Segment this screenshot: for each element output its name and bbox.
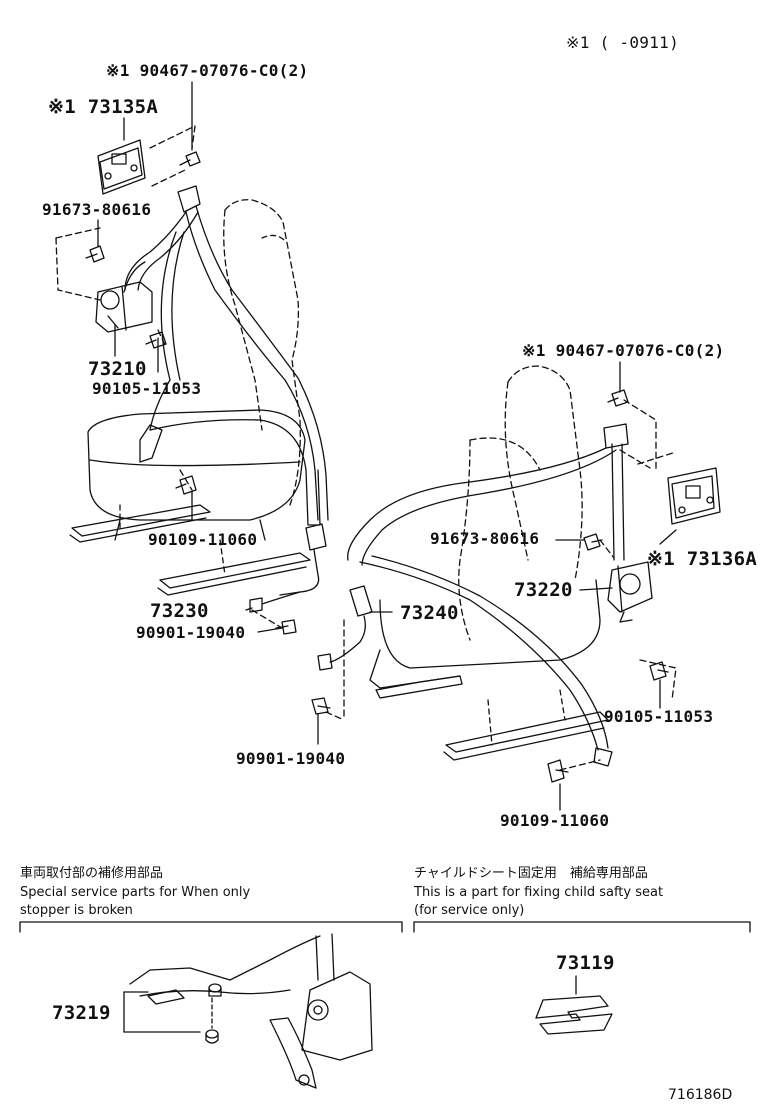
right-dashed-leaders <box>325 399 677 771</box>
left-retractor <box>95 261 153 333</box>
label-stopper-73219: 73219 <box>52 1002 111 1024</box>
label-retractor-right: 73220 <box>514 579 573 601</box>
right-shoulder-belt <box>317 423 629 767</box>
child-seat-fixing-part <box>535 975 613 1035</box>
note-right-jp: チャイルドシート固定用 補給専用部品 <box>414 866 648 881</box>
label-bolt-upper-left: ※1 90467-07076-C0(2) <box>106 61 309 80</box>
right-fasteners <box>311 389 669 783</box>
label-retractor-left: 73210 <box>88 358 147 380</box>
left-seat <box>69 199 321 596</box>
note-right-en-1: This is a part for fixing child safty se… <box>414 885 664 900</box>
right-leader-lines <box>317 361 677 811</box>
label-clip-90901-right: 90901-19040 <box>236 749 346 768</box>
label-bolt-90109-right: 90109-11060 <box>500 811 610 830</box>
note-left-en-2: stopper is broken <box>20 903 133 918</box>
note-left-jp: 車両取付部の補修用部品 <box>20 866 164 881</box>
left-fasteners <box>85 151 297 635</box>
label-buckle-73230: 73230 <box>150 600 209 622</box>
label-anchor-cover-left: ※1 73135A <box>48 96 159 118</box>
label-bolt-upper-right: ※1 90467-07076-C0(2) <box>522 341 725 360</box>
applicability-note: ※1 ( -0911) <box>566 33 680 52</box>
label-child-seat-73119: 73119 <box>556 952 615 974</box>
drawing-number: 716186D <box>668 1087 733 1103</box>
left-anchor-cover <box>97 139 146 195</box>
label-bolt-91673-left: 91673-80616 <box>42 200 152 219</box>
label-bolt-90109-left: 90109-11060 <box>148 530 258 549</box>
left-leader-lines <box>97 81 283 633</box>
right-anchor-cover <box>667 467 721 525</box>
note-left-en-1: Special service parts for When only <box>20 885 251 900</box>
label-anchor-cover-right: ※1 73136A <box>647 548 758 570</box>
label-bolt-91673-right: 91673-80616 <box>430 529 540 548</box>
note-right-en-2: (for service only) <box>414 903 525 918</box>
label-buckle-73240: 73240 <box>400 602 459 624</box>
right-seat <box>369 365 609 761</box>
label-bolt-90105-left: 90105-11053 <box>92 379 202 398</box>
label-clip-90901-left: 90901-19040 <box>136 623 246 642</box>
left-shoulder-belt <box>124 185 329 613</box>
right-retractor <box>607 561 653 623</box>
label-bolt-90105-right: 90105-11053 <box>604 707 714 726</box>
section-brackets <box>19 921 751 933</box>
stopper-detail <box>123 933 373 1089</box>
